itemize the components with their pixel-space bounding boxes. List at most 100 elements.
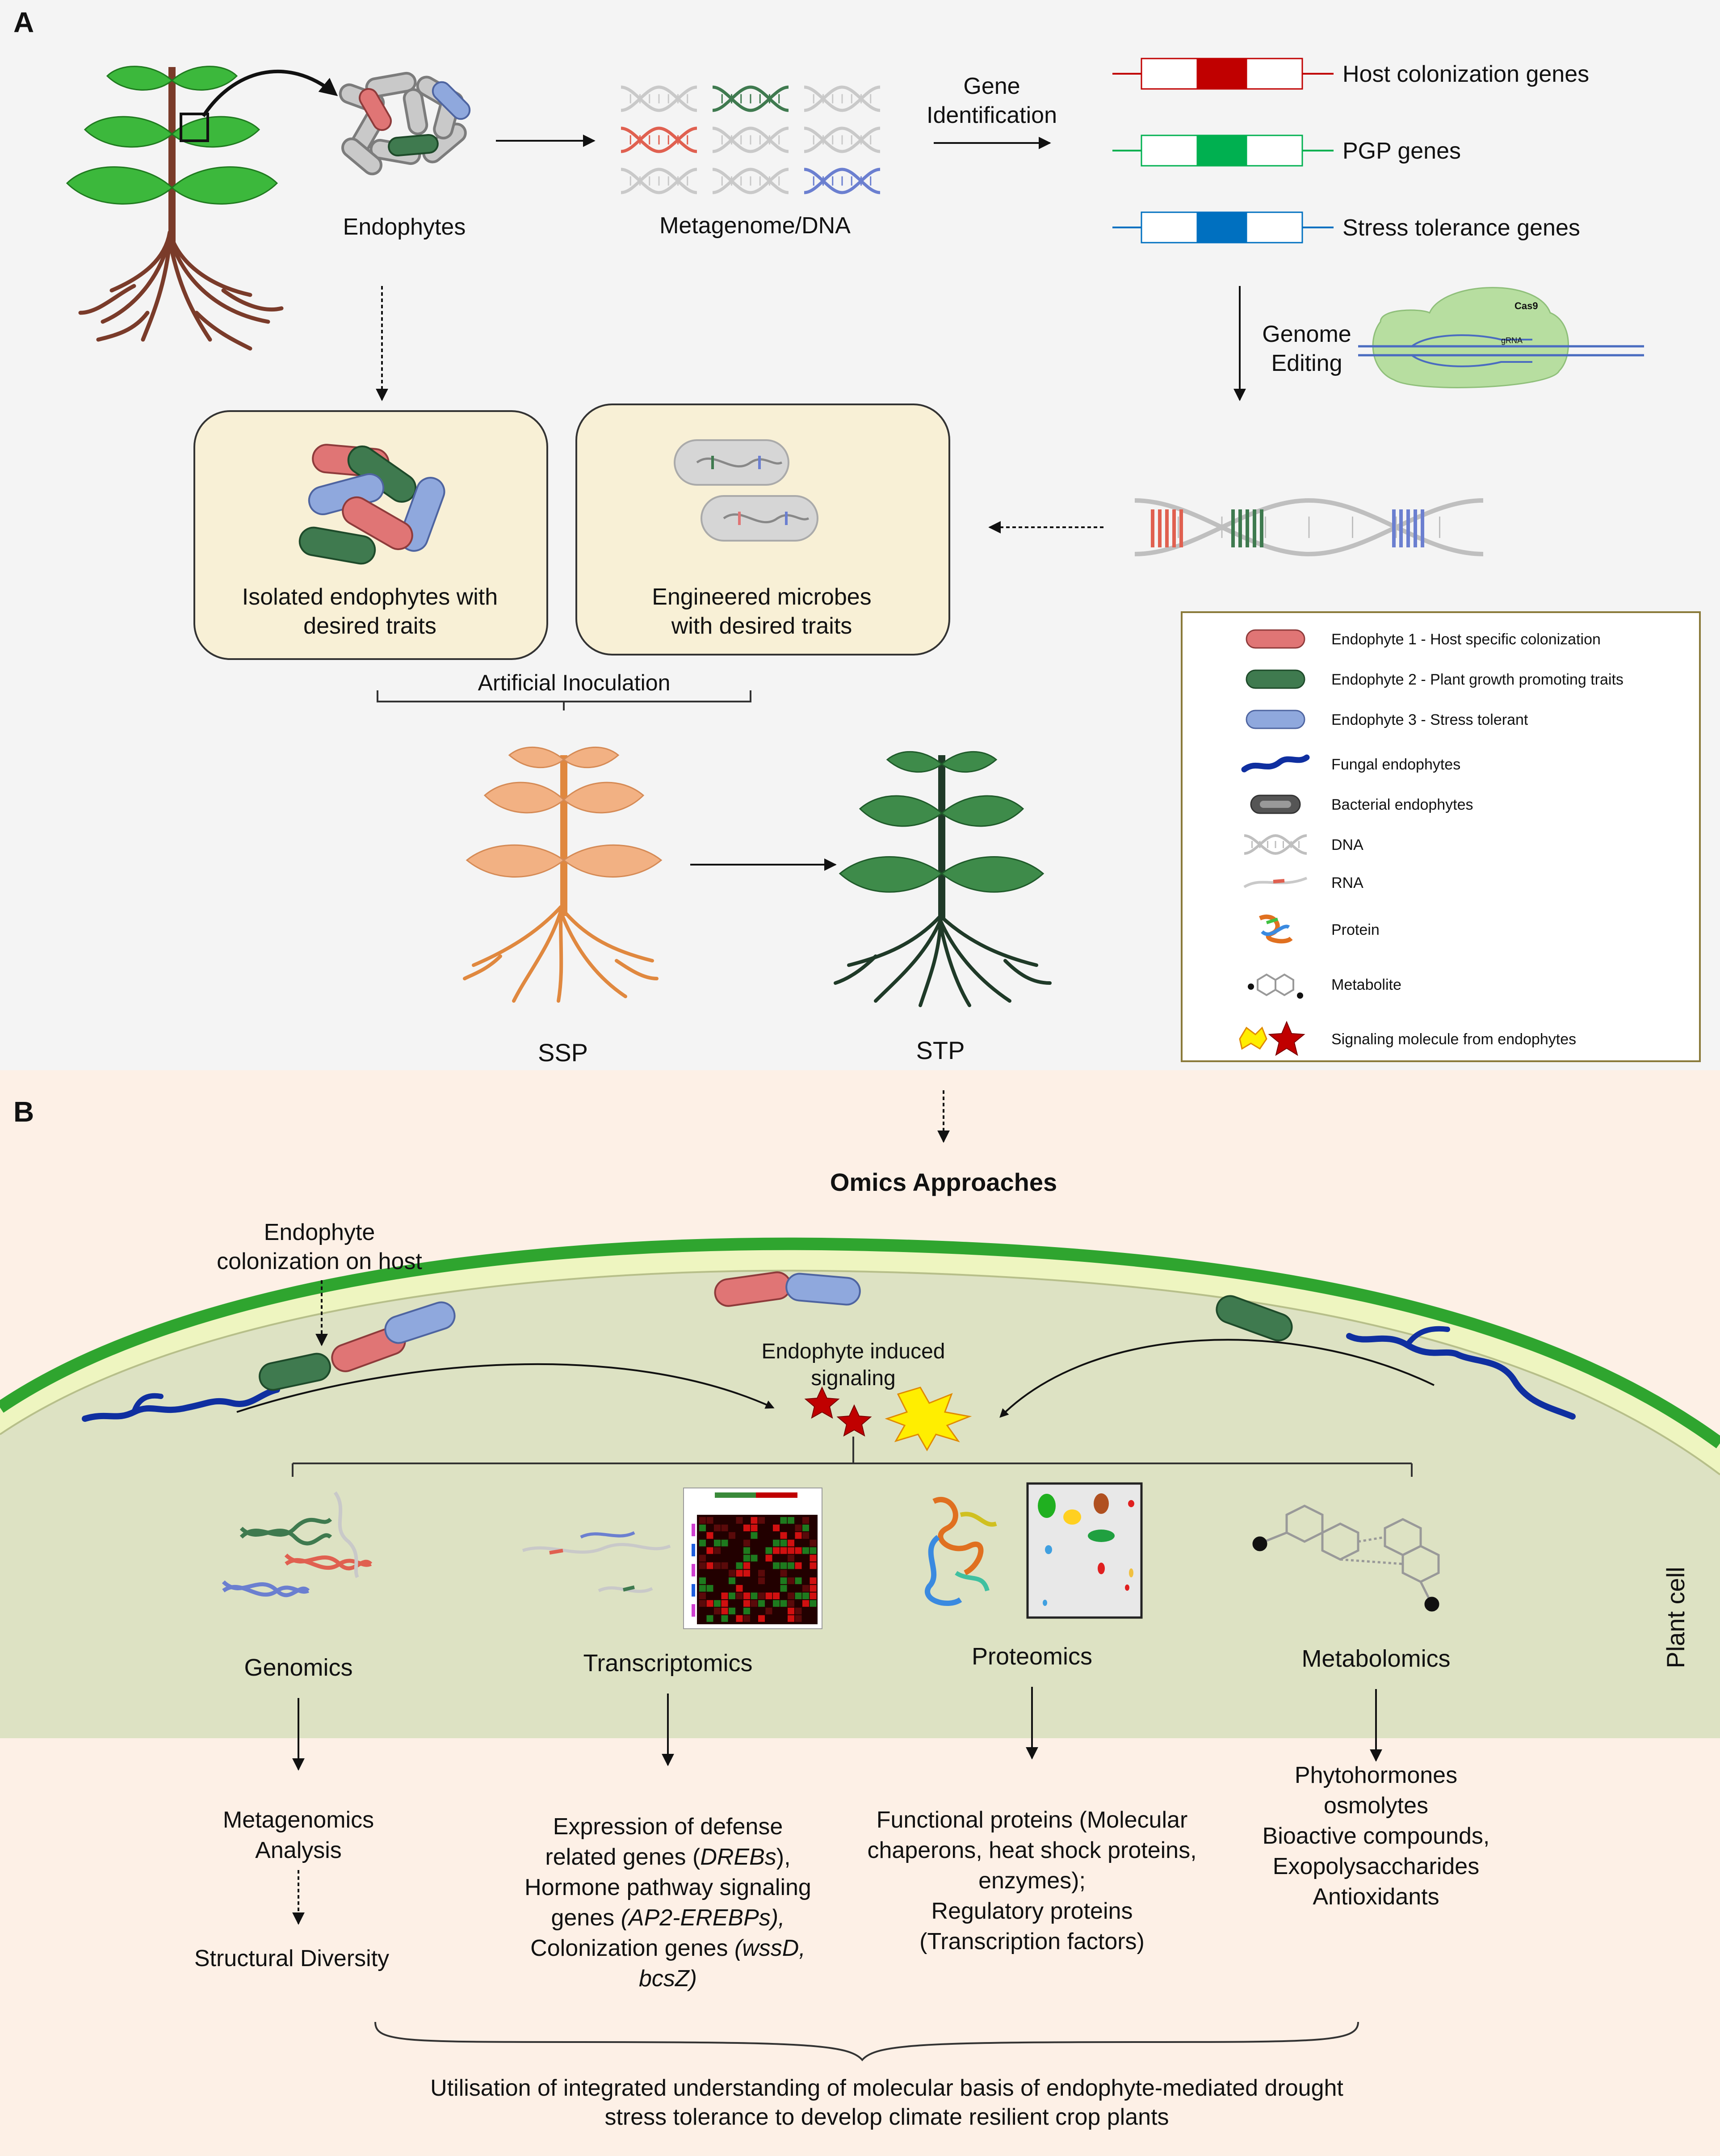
gene-identification-line-1: Gene [963, 73, 1020, 99]
isolated-label-line-2: desired traits [303, 613, 436, 639]
induced-signaling-line-2: signaling [811, 1366, 895, 1390]
legend-item: Endophyte 3 - Stress tolerant [1246, 710, 1528, 729]
fungal-hypha-icon [1241, 754, 1310, 773]
stp-label: STP [916, 1036, 965, 1064]
omics-detail-line: osmolytes [1324, 1793, 1428, 1819]
sample-to-endophytes-arrow [201, 69, 338, 118]
metagenome-dna-strand [621, 126, 697, 153]
cas9-label: Cas9 [1514, 300, 1538, 311]
plant-cell [0, 1237, 1720, 1738]
cytoplasm [0, 1270, 1720, 1738]
panel-b-label: B [13, 1096, 34, 1128]
gene-construct-label: Host colonization genes [1342, 61, 1589, 87]
signal-burst [885, 1387, 972, 1452]
legend-item: Signaling molecule from endophytes [1239, 1021, 1576, 1056]
isolated-label-line-1: Isolated endophytes with [242, 584, 498, 610]
bacterium-blue-top [785, 1273, 861, 1306]
legend-label: RNA [1331, 874, 1363, 891]
omics-detail-line: Functional proteins (Molecular [877, 1807, 1188, 1833]
fungal-hypha-left [82, 1387, 280, 1422]
proteomics-icon [925, 1482, 1143, 1619]
edited-dna-helix [1134, 498, 1484, 557]
legend-label: Metabolite [1331, 976, 1401, 993]
legend-item: Bacterial endophytes [1250, 794, 1473, 814]
red-bacterium-icon [1246, 629, 1305, 649]
colonization-label-line-2: colonization on host [217, 1248, 422, 1274]
source-plant-leaves [66, 66, 278, 205]
legend-label: Endophyte 3 - Stress tolerant [1331, 711, 1528, 728]
isolated-endophytes-box: Isolated endophytes with desired traits [193, 410, 548, 660]
gene-construct-label: Stress tolerance genes [1342, 215, 1580, 241]
metagenome-dna-strand [804, 168, 881, 194]
omics-title: Omics Approaches [830, 1168, 1057, 1196]
fungal-hypha-left-branch [131, 1393, 164, 1415]
gene-construct-label: PGP genes [1342, 138, 1461, 164]
legend-item: Endophyte 2 - Plant growth promoting tra… [1246, 669, 1624, 689]
omics-detail-line: Analysis [255, 1837, 342, 1863]
legend-item: Protein [1259, 914, 1380, 944]
metagenome-dna-strand [712, 168, 789, 194]
induced-signaling-line-1: Endophyte induced [762, 1340, 945, 1363]
genomics-icon [222, 1491, 373, 1597]
engineered-microbes-box: Engineered microbes with desired traits [575, 403, 950, 656]
metabolomics-icon [1252, 1505, 1440, 1612]
signal-arrow-left [236, 1363, 775, 1413]
source-plant-roots [78, 230, 284, 351]
fungal-hypha-right-branch [1405, 1326, 1450, 1348]
omics-detail-line: (Transcription factors) [919, 1929, 1145, 1954]
omics-detail-line: Phytohormones [1295, 1762, 1457, 1788]
bacterium-blue-left [384, 1301, 456, 1344]
metagenome-dna-strand [804, 126, 881, 153]
protein-structure-icon [1259, 914, 1293, 944]
legend-item: RNA [1243, 874, 1363, 891]
rna-strand-icon [1243, 877, 1308, 888]
metagenome-dna-strand [804, 85, 881, 112]
engineered-label-line-1: Engineered microbes [652, 584, 871, 610]
metagenome-dna-strand [621, 168, 697, 194]
legend-label: DNA [1331, 836, 1363, 853]
grna-label: gRNA [1501, 336, 1523, 345]
conclusion-line-2: stress tolerance to develop climate resi… [604, 2104, 1169, 2130]
artificial-inoculation-label: Artificial Inoculation [478, 670, 671, 695]
cytoplasm-edge [0, 1269, 1720, 1475]
omics-detail-line: Exopolysaccharides [1273, 1853, 1479, 1879]
omics-detail-line: Antioxidants [1313, 1884, 1439, 1910]
signal-star-2 [836, 1404, 872, 1437]
omics-detail-line: Metagenomics [223, 1807, 374, 1833]
omics-column-title: Transcriptomics [583, 1650, 752, 1677]
transcriptomics-heatmap [692, 1517, 817, 1622]
dna-helix-icon [1244, 834, 1307, 855]
legend-label: Bacterial endophytes [1331, 796, 1473, 813]
conclusion-line-1: Utilisation of integrated understanding … [430, 2075, 1343, 2101]
source-plant-sample-box [180, 113, 209, 142]
omics-column-title: Proteomics [972, 1643, 1092, 1670]
omics-detail-line: Colonization genes (wssD, [530, 1935, 805, 1961]
metabolite-structure-icon [1248, 973, 1303, 999]
legend-label: Protein [1331, 921, 1380, 938]
metagenome-label: Metagenome/DNA [659, 213, 851, 239]
omics-detail-line: bcsZ) [639, 1966, 697, 1992]
legend: Endophyte 1 - Host specific colonization… [1239, 629, 1624, 1056]
cell-wall [0, 1237, 1720, 1449]
legend-label: Endophyte 1 - Host specific colonization [1331, 631, 1601, 648]
plant-cell-label: Plant cell [1661, 1567, 1690, 1668]
omics-detail-line: Expression of defense [553, 1814, 783, 1840]
cell-membrane-band [0, 1244, 1720, 1475]
green-bacterium-icon [1246, 669, 1305, 689]
blue-bacterium-icon [1246, 710, 1305, 729]
fungal-hypha-right [1346, 1333, 1576, 1420]
metagenome-dna-strand [712, 126, 789, 153]
omics-detail-line: related genes (DREBs), [545, 1844, 790, 1870]
legend-item: Endophyte 1 - Host specific colonization [1246, 629, 1601, 649]
conclusion-brace [374, 2022, 1359, 2062]
metagenome-dna-strand [621, 85, 697, 112]
gene-construct-row: Host colonization genes [1112, 58, 1589, 90]
gene-construct-row: PGP genes [1112, 134, 1461, 167]
omics-detail-line: Hormone pathway signaling [524, 1874, 811, 1900]
ssp-plant [463, 746, 663, 1003]
